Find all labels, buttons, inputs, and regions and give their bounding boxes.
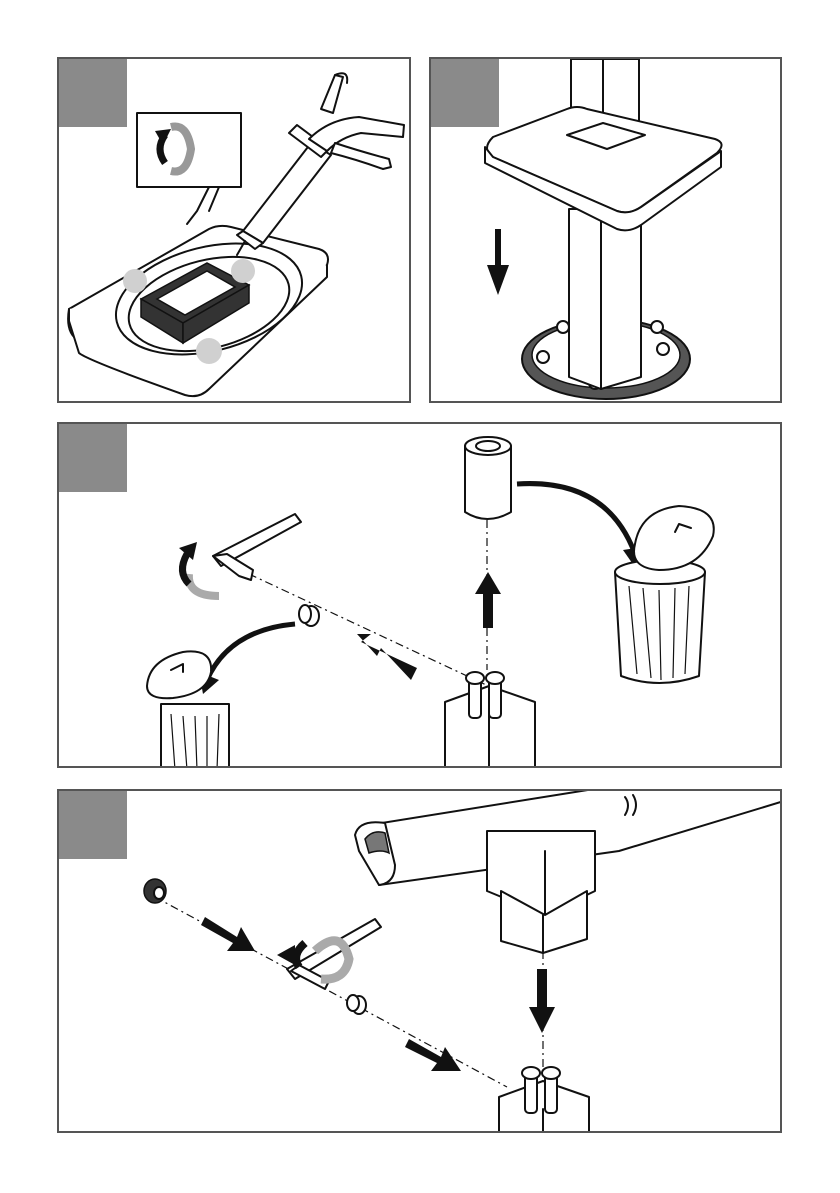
step-panel-cover-down	[429, 57, 782, 403]
rotate-icon	[179, 542, 219, 596]
trash-bin-icon	[161, 704, 229, 768]
sealant-dot-icon	[196, 338, 222, 364]
step-panel-mount-spout	[57, 789, 782, 1133]
sealant-illustration	[59, 59, 411, 403]
spout-icon	[355, 791, 782, 953]
pipe-connector-icon	[499, 1067, 589, 1133]
down-arrow-icon	[529, 969, 555, 1033]
cap-icon	[147, 651, 211, 698]
plug-icon	[299, 605, 319, 626]
sealant-dot-icon	[231, 259, 255, 283]
step-panel-sealant	[57, 57, 411, 403]
step-panel-remove-plugs	[57, 422, 782, 768]
sealant-dot-icon	[123, 269, 147, 293]
cover-plate-icon	[485, 107, 722, 230]
cap-icon	[634, 506, 714, 570]
pipe-connector-icon	[445, 672, 535, 768]
cover-illustration	[431, 59, 782, 403]
remove-plugs-illustration	[59, 424, 782, 768]
mount-spout-illustration	[59, 791, 782, 1133]
cap-icon	[465, 437, 511, 519]
down-arrow-icon	[487, 229, 509, 295]
trash-bin-icon	[615, 560, 705, 683]
base-plate-icon	[68, 226, 328, 397]
grub-screw-icon	[347, 995, 366, 1014]
cover-cap-icon	[144, 879, 166, 903]
hex-key-icon	[213, 514, 301, 580]
sealant-gun-icon	[237, 73, 404, 255]
rotate-callout	[137, 113, 241, 224]
up-arrow-icon	[475, 572, 501, 628]
